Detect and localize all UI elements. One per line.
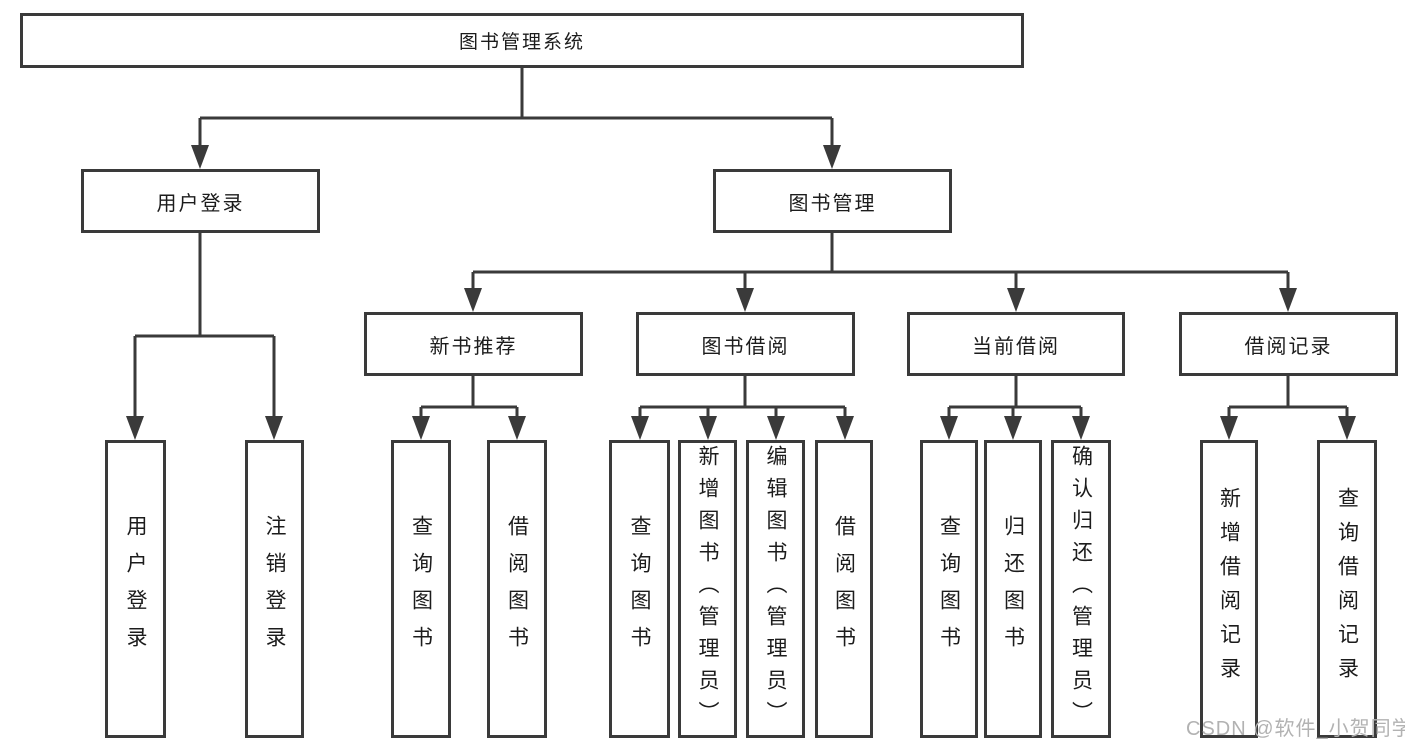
arrowhead-icon xyxy=(1338,416,1356,440)
connector-borrow-records-to-leaves xyxy=(1220,376,1356,440)
csdn-watermark: CSDN @软件_小贺同学 xyxy=(1186,718,1405,740)
arrowhead-icon xyxy=(265,416,283,440)
connector-root-to-level2 xyxy=(191,68,841,169)
connector-line xyxy=(419,376,519,418)
arrowhead-icon xyxy=(699,416,717,440)
leaf-confirm-return-admin: 确认归还（管理员） xyxy=(1051,440,1111,738)
leaf-borrow-books-recommend: 借阅图书 xyxy=(487,440,547,738)
connector-book-mgmt-to-level3 xyxy=(464,233,1297,312)
connector-line xyxy=(947,376,1083,418)
leaf-query-books-recommend: 查询图书 xyxy=(391,440,451,738)
node-current-borrow: 当前借阅 xyxy=(907,312,1125,376)
arrowhead-icon xyxy=(767,416,785,440)
connector-new-book-to-leaves xyxy=(412,376,526,440)
leaf-edit-books-admin: 编辑图书（管理员） xyxy=(746,440,805,738)
arrowhead-icon xyxy=(736,288,754,312)
leaf-return-books: 归还图书 xyxy=(984,440,1042,738)
connector-line xyxy=(133,233,276,418)
node-new-book-recommend: 新书推荐 xyxy=(364,312,583,376)
arrowhead-icon xyxy=(823,145,841,169)
leaf-query-books-current: 查询图书 xyxy=(920,440,978,738)
connector-line xyxy=(471,233,1290,290)
node-book-borrow: 图书借阅 xyxy=(636,312,855,376)
leaf-borrow-books: 借阅图书 xyxy=(815,440,873,738)
connector-book-borrow-to-leaves xyxy=(631,376,854,440)
leaf-logout: 注销登录 xyxy=(245,440,304,738)
node-book-management: 图书管理 xyxy=(713,169,952,233)
arrowhead-icon xyxy=(940,416,958,440)
leaf-add-books-admin: 新增图书（管理员） xyxy=(678,440,737,738)
node-user-login: 用户登录 xyxy=(81,169,320,233)
arrowhead-icon xyxy=(1279,288,1297,312)
arrowhead-icon xyxy=(126,416,144,440)
arrowhead-icon xyxy=(191,145,209,169)
connector-user-login-to-leaves xyxy=(126,233,283,440)
arrowhead-icon xyxy=(631,416,649,440)
connector-line xyxy=(1227,376,1349,418)
arrowhead-icon xyxy=(1004,416,1022,440)
leaf-user-login: 用户登录 xyxy=(105,440,166,738)
node-borrow-records: 借阅记录 xyxy=(1179,312,1398,376)
connector-line xyxy=(198,68,834,147)
arrowhead-icon xyxy=(1007,288,1025,312)
leaf-add-borrow-record: 新增借阅记录 xyxy=(1200,440,1258,738)
arrowhead-icon xyxy=(1072,416,1090,440)
connector-current-borrow-to-leaves xyxy=(940,376,1090,440)
arrowhead-icon xyxy=(412,416,430,440)
arrowhead-icon xyxy=(464,288,482,312)
arrowhead-icon xyxy=(836,416,854,440)
leaf-query-borrow-record: 查询借阅记录 xyxy=(1317,440,1377,738)
arrowhead-icon xyxy=(508,416,526,440)
connector-line xyxy=(638,376,847,418)
node-system-root: 图书管理系统 xyxy=(20,13,1024,68)
leaf-query-books-borrow: 查询图书 xyxy=(609,440,670,738)
arrowhead-icon xyxy=(1220,416,1238,440)
